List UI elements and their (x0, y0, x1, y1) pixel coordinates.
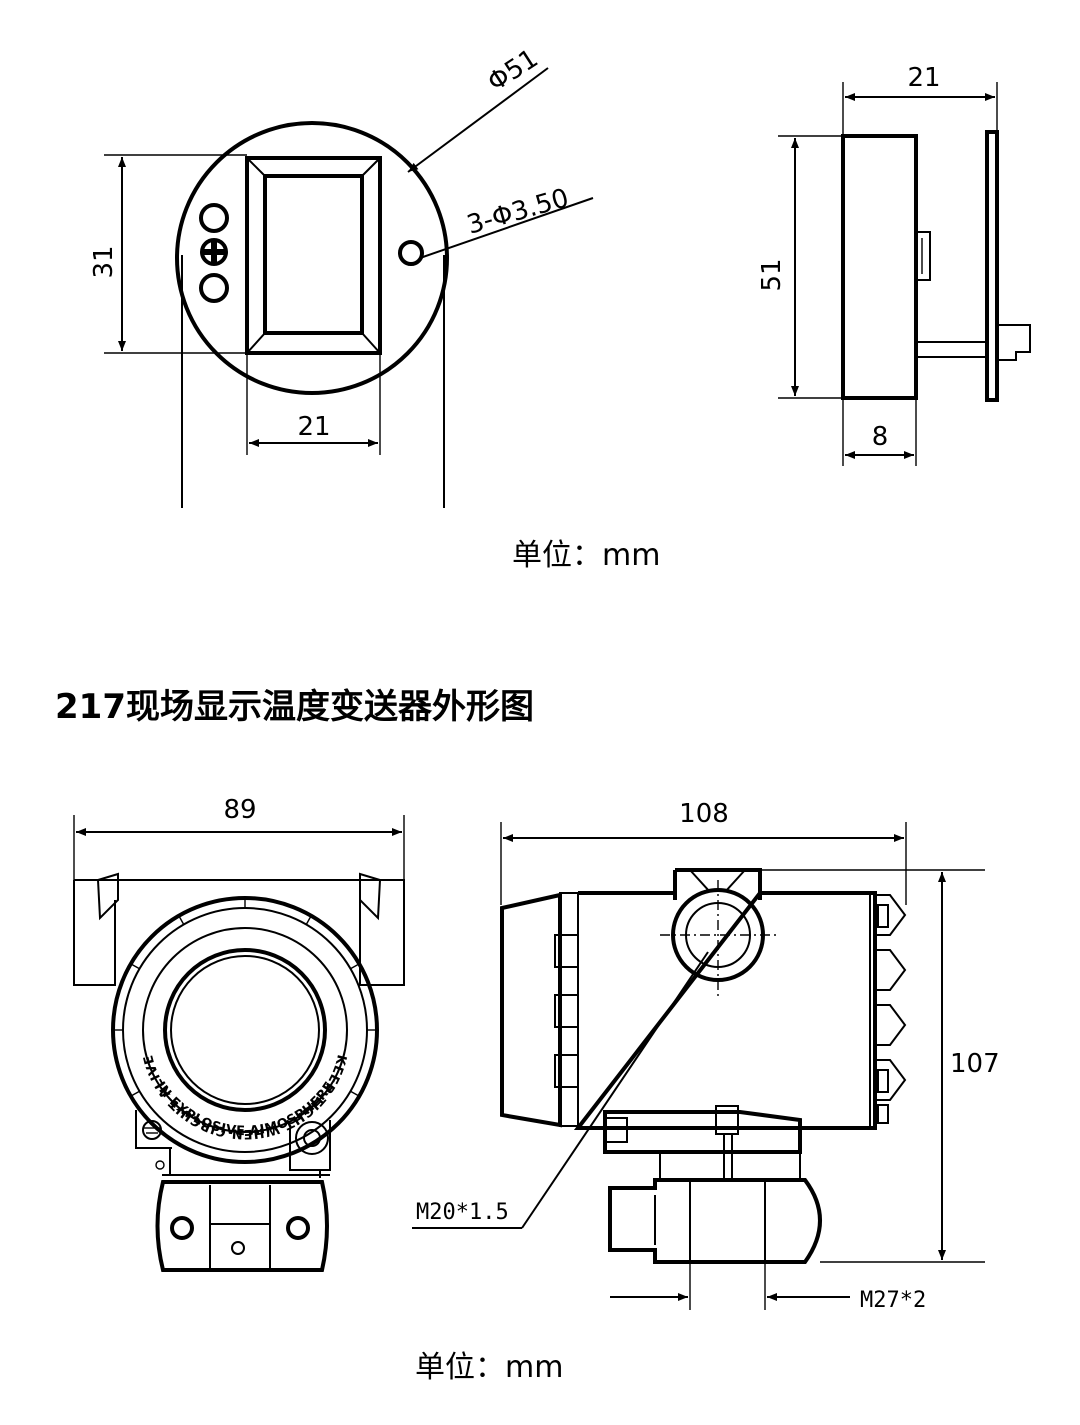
dim-holes: 3-Φ3.50 (464, 183, 573, 241)
dim-side-height-51: 51 (757, 258, 787, 291)
module-outline-circle (175, 121, 449, 395)
dim-length-108: 108 (679, 799, 729, 829)
lcd-bezel (245, 156, 382, 355)
side-pin (997, 324, 1031, 361)
bottom-hex-body (155, 1180, 329, 1272)
side-plate (985, 130, 999, 402)
module-front-view: 31 21 Φ51 3-Φ3.50 (89, 44, 594, 508)
dim-side-width-21: 21 (907, 63, 940, 93)
unit-label-top: 单位：mm (512, 538, 660, 573)
dim-width-89: 89 (223, 795, 256, 825)
module-side-view: 21 51 8 (757, 63, 1031, 466)
module-body (841, 134, 918, 400)
dim-side-depth-8: 8 (872, 422, 889, 452)
dim-width-21: 21 (297, 412, 330, 442)
earth-icon (142, 1120, 162, 1140)
cover-cap (500, 892, 562, 1128)
cover-outer-ring (111, 896, 379, 1164)
thread-top-label: M20*1.5 (416, 1200, 509, 1225)
lcd-window (263, 174, 364, 335)
button-bottom-icon (199, 273, 229, 303)
button-top-icon (199, 203, 229, 233)
housing-front-view: 89 KEEP TIGHT WHEN CIRCUIT ALIVE IN EXPL (73, 795, 405, 1272)
dim-diameter: Φ51 (482, 44, 543, 98)
housing-side-view: 108 107 (412, 799, 1000, 1313)
section-title: 217现场显示温度变送器外形图 (55, 687, 534, 727)
main-body (573, 891, 877, 1130)
dim-height-107: 107 (950, 1049, 1000, 1079)
side-connector (915, 231, 931, 281)
mounting-hole-icon (398, 240, 424, 266)
conduit-entry (673, 868, 762, 900)
thread-bottom-label: M27*2 (860, 1288, 926, 1313)
dim-height-31: 31 (89, 245, 119, 278)
cover-glass (163, 948, 327, 1112)
lock-pin (715, 1105, 739, 1135)
unit-label-bottom: 单位：mm (415, 1350, 563, 1385)
lock-screw-icon (295, 1121, 329, 1155)
top-block (73, 879, 405, 986)
bottom-fitting (608, 1178, 822, 1264)
